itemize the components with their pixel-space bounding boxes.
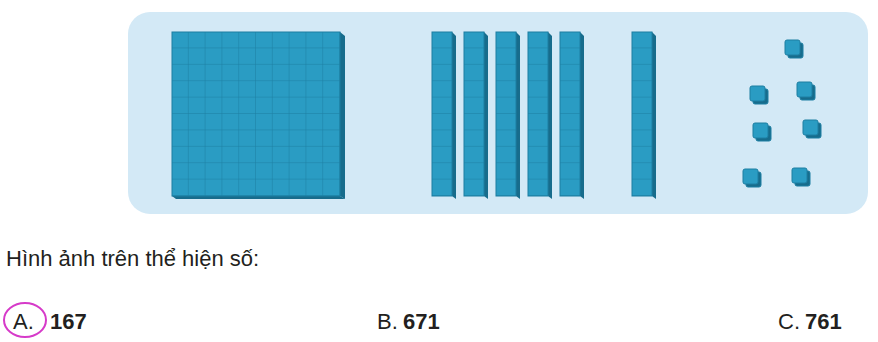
hundred-flat [172,32,345,199]
unit-cubes [743,40,821,187]
option-number: 167 [50,311,87,333]
option-letter: A. [13,311,34,333]
tens-rods [432,32,584,199]
blue-panel [128,12,868,214]
option-letter: C. [778,311,800,333]
question-text: Hình ảnh trên thể hiện số: [6,248,259,270]
tens-rod [632,32,656,199]
option-number: 761 [805,311,842,333]
option-number: 671 [403,311,440,333]
answer-circle [4,303,46,337]
option-letter: B. [377,311,398,333]
